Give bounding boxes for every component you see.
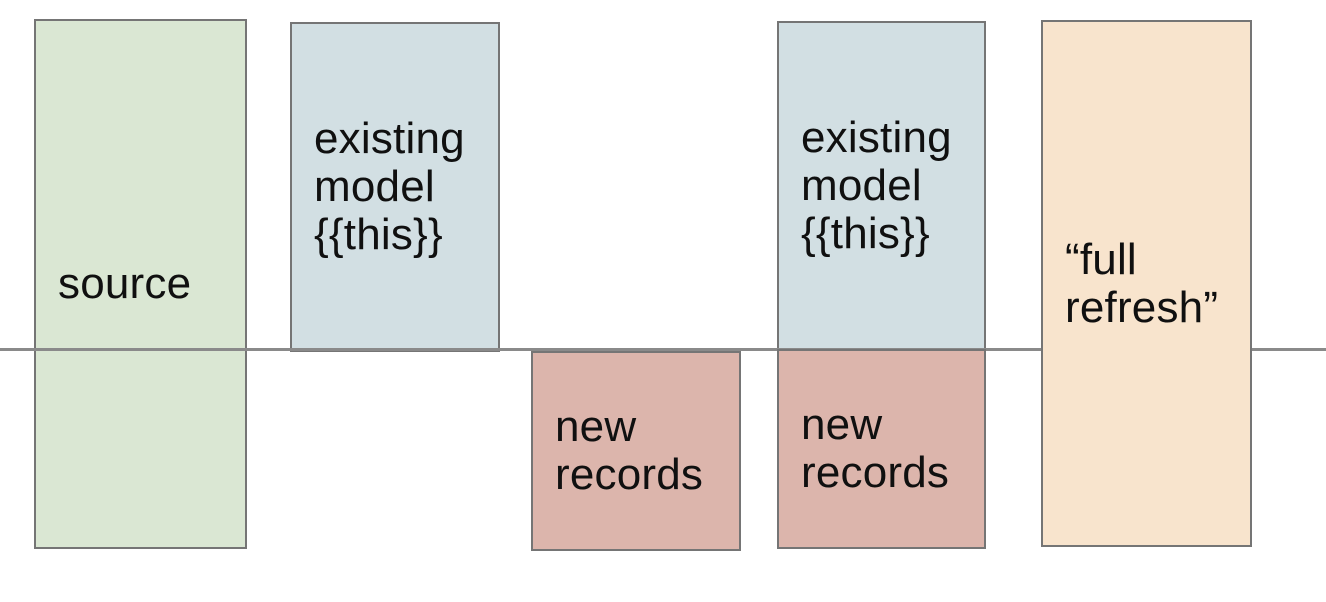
existing-model-box-2: existing model {{this}} [777,21,986,351]
new-records-box-2-label: new records [801,400,950,497]
timeline-line [0,348,1326,351]
existing-model-box-2-label: existing model {{this}} [801,113,952,258]
new-records-box-2: new records [777,349,986,549]
full-refresh-box-label: “full refresh” [1065,234,1219,332]
new-records-box-1: new records [531,351,741,551]
new-records-box-1-label: new records [555,402,704,499]
existing-model-box-1: existing model {{this}} [290,22,500,352]
source-box-label: source [58,259,192,308]
full-refresh-box: “full refresh” [1041,20,1252,547]
existing-model-box-1-label: existing model {{this}} [314,114,465,259]
source-box: source [34,19,247,549]
